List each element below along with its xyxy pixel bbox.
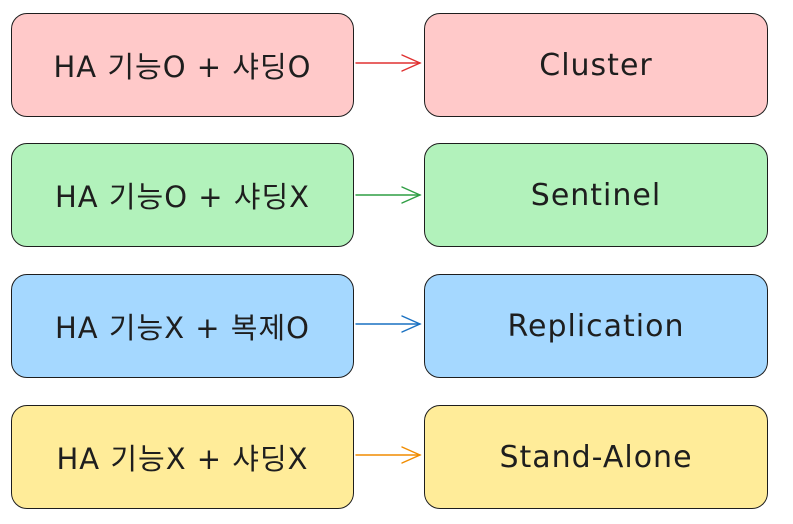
arrow-cluster [355, 54, 422, 72]
condition-label-1: HA 기능O + 샤딩O [53, 50, 312, 84]
mode-label-standalone: Stand-Alone [499, 439, 693, 475]
condition-box-2: HA 기능O + 샤딩X [11, 143, 354, 247]
condition-box-4: HA 기능X + 샤딩X [11, 405, 354, 509]
condition-label-2: HA 기능O + 샤딩X [54, 180, 310, 214]
condition-label-4: HA 기능X + 샤딩X [56, 442, 309, 476]
mode-box-replication: Replication [424, 274, 768, 378]
mode-label-replication: Replication [507, 308, 685, 344]
mode-label-cluster: Cluster [539, 47, 653, 83]
arrow-sentinel [355, 186, 422, 204]
mode-box-standalone: Stand-Alone [424, 405, 768, 509]
condition-label-3: HA 기능X + 복제O [54, 311, 310, 345]
mode-box-sentinel: Sentinel [424, 143, 768, 247]
mode-box-cluster: Cluster [424, 13, 768, 117]
arrow-standalone [355, 446, 422, 464]
condition-box-1: HA 기능O + 샤딩O [11, 13, 354, 117]
arrow-replication [355, 315, 422, 333]
condition-box-3: HA 기능X + 복제O [11, 274, 354, 378]
mode-label-sentinel: Sentinel [530, 177, 662, 213]
